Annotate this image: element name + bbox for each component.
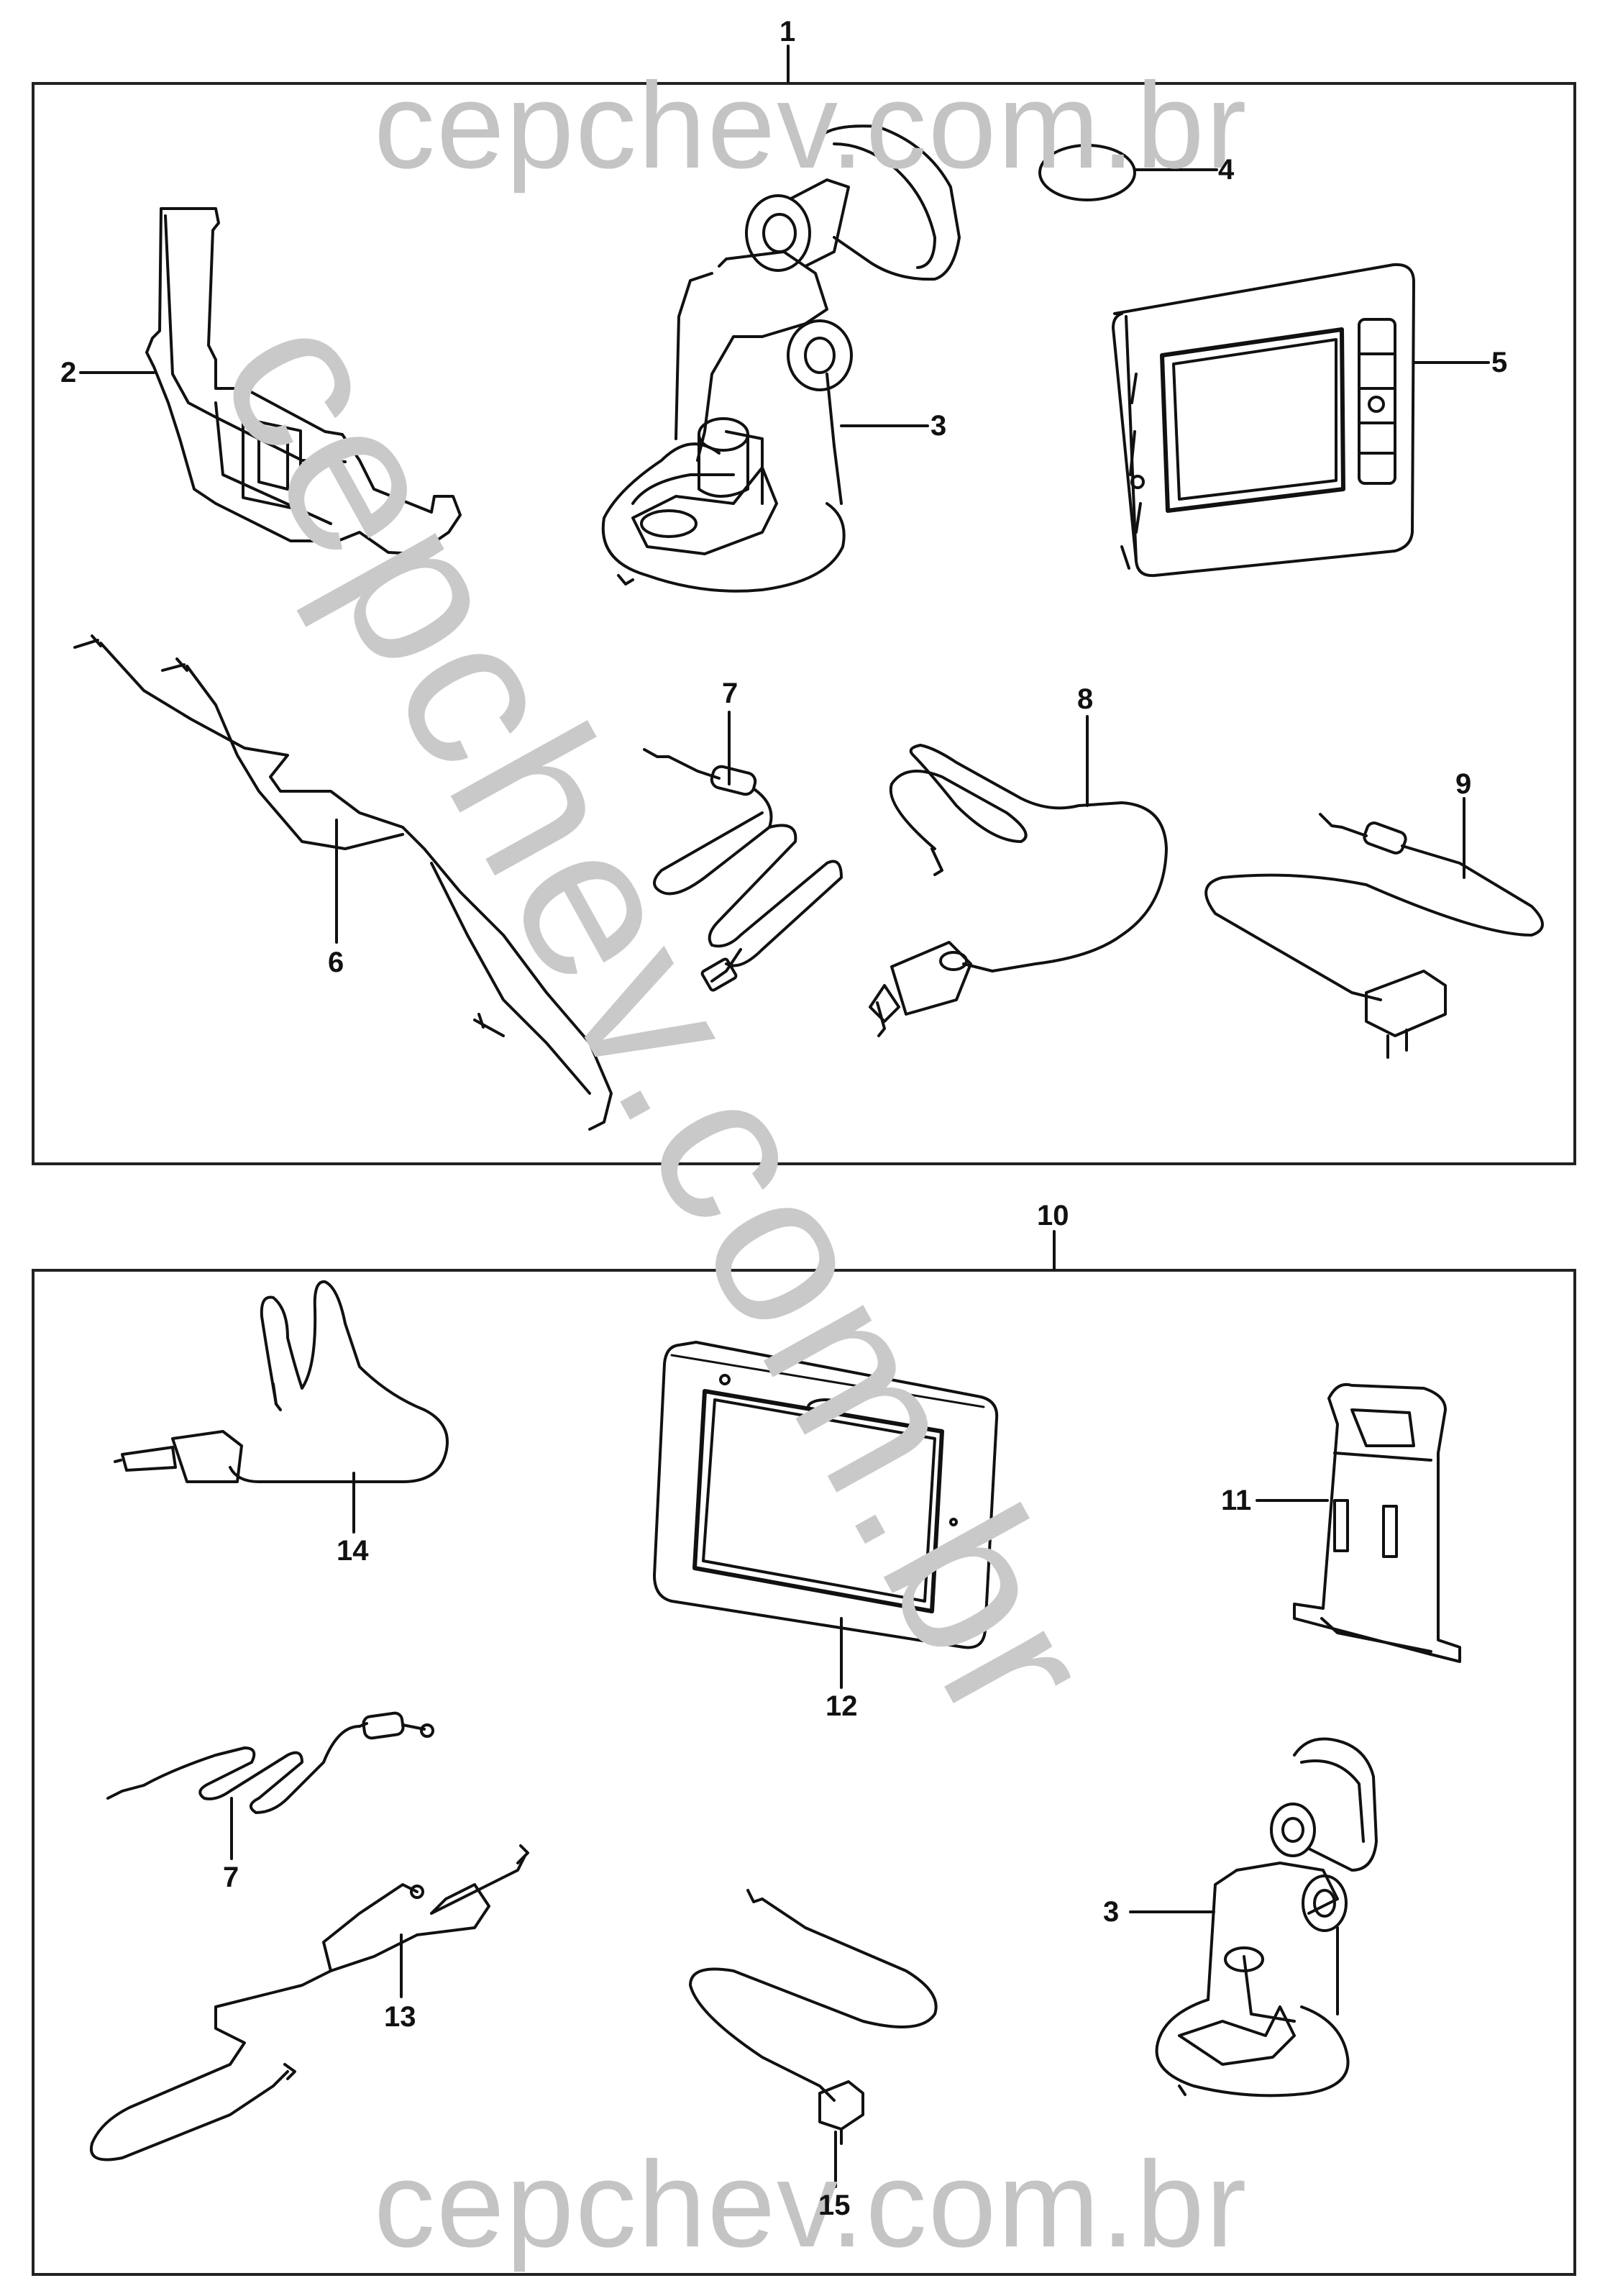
power-cable-icon xyxy=(869,744,1168,1037)
part-number-3-kit10: 3 xyxy=(1103,1896,1120,1928)
part-number-15: 15 xyxy=(818,2190,851,2221)
part-number-7: 7 xyxy=(722,678,739,709)
kit-number-1: 1 xyxy=(779,16,796,47)
suction-mount-small-icon xyxy=(1155,1737,1378,2097)
part-number-12: 12 xyxy=(826,1690,858,1722)
part-number-13: 13 xyxy=(384,2001,416,2033)
suction-mount-icon xyxy=(601,124,961,593)
bracket-icon xyxy=(145,207,462,555)
kit-10-frame xyxy=(32,1269,1576,2276)
part-number-11: 11 xyxy=(1221,1485,1252,1516)
coiled-cable-small-icon xyxy=(106,1711,434,1814)
part-number-4: 4 xyxy=(1218,154,1235,186)
part-number-7-kit10: 7 xyxy=(223,1862,239,1893)
part-number-2: 2 xyxy=(60,357,77,388)
part-number-14: 14 xyxy=(337,1535,369,1567)
part-number-8: 8 xyxy=(1077,683,1094,715)
disc-icon xyxy=(1038,144,1136,201)
cradle-icon xyxy=(1293,1382,1461,1663)
lighter-cable-icon xyxy=(114,1280,449,1483)
antenna-harness-icon xyxy=(89,1844,529,2161)
part-number-6: 6 xyxy=(328,947,344,978)
navigator-device-icon xyxy=(1112,263,1415,578)
watermark-bottom: cepchev.com.br xyxy=(374,2136,1248,2273)
antenna-cable-icon xyxy=(73,634,613,1131)
ac-adapter-icon xyxy=(1204,813,1544,1059)
part-number-9: 9 xyxy=(1455,768,1472,800)
kit-number-10: 10 xyxy=(1037,1200,1069,1231)
part-number-3: 3 xyxy=(930,410,947,442)
part-number-5: 5 xyxy=(1491,347,1508,378)
ac-adapter-small-icon xyxy=(689,1889,938,2145)
watermark-top: cepchev.com.br xyxy=(374,58,1248,194)
kit-1-frame xyxy=(32,82,1576,1165)
coiled-cable-icon xyxy=(643,748,843,992)
navigator-device-large-icon xyxy=(653,1341,999,1649)
